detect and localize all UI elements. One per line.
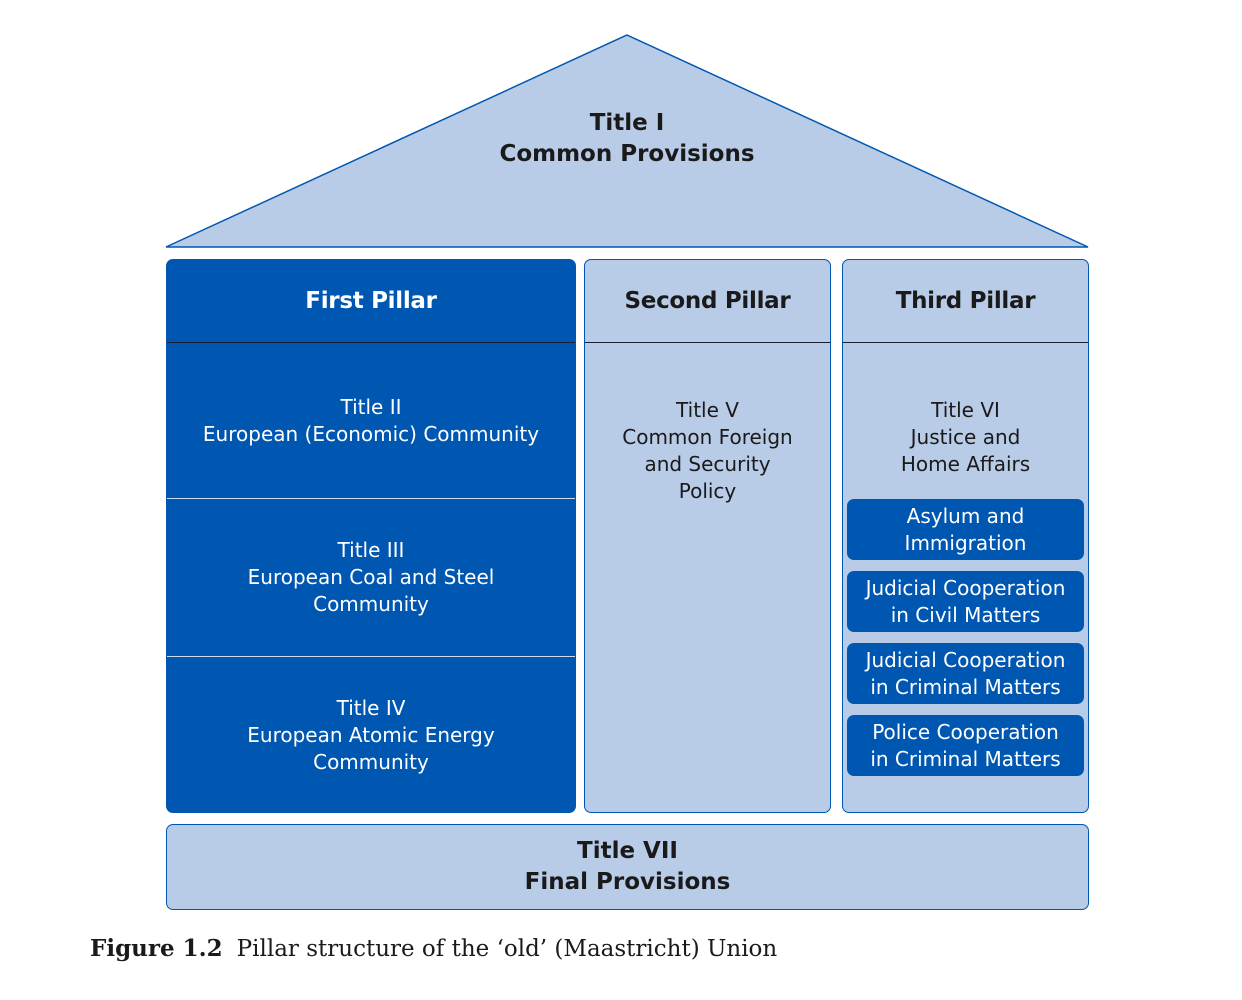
- figure-caption-text: Pillar structure of the ‘old’ (Maastrich…: [236, 936, 778, 962]
- judicial-civil-box: Judicial Cooperation in Civil Matters: [847, 571, 1084, 632]
- title-vi-number: Title VI: [931, 398, 1000, 422]
- police-criminal-line1: Police Cooperation: [872, 719, 1059, 744]
- title-v-name-line2: and Security: [644, 452, 771, 476]
- title-iii-name-line1: European Coal and Steel: [247, 565, 495, 589]
- figure-caption: Figure 1.2 Pillar structure of the ‘old’ …: [90, 935, 777, 962]
- title-vi-name-line2: Home Affairs: [900, 452, 1031, 476]
- title-ii-section: Title II European (Economic) Community: [167, 343, 575, 499]
- title-vi-section: Title VI Justice and Home Affairs: [843, 397, 1088, 478]
- asylum-immigration-box: Asylum and Immigration: [847, 499, 1084, 560]
- first-pillar-heading: First Pillar: [167, 260, 575, 343]
- title-vi-name-line1: Justice and: [910, 425, 1021, 449]
- title-v-name-line3: Policy: [678, 479, 737, 503]
- title-iii-number: Title III: [337, 538, 405, 562]
- second-pillar-heading: Second Pillar: [585, 260, 830, 343]
- title-iv-section: Title IV European Atomic Energy Communit…: [167, 657, 575, 812]
- judicial-civil-line1: Judicial Cooperation: [865, 575, 1066, 600]
- title-v-number: Title V: [676, 398, 739, 422]
- title-iv-name-line1: European Atomic Energy: [247, 722, 495, 747]
- roof-line2: Common Provisions: [499, 141, 755, 167]
- judicial-civil-line2: in Civil Matters: [890, 602, 1041, 627]
- third-pillar-heading: Third Pillar: [843, 260, 1088, 343]
- first-pillar: First Pillar Title II European (Economic…: [166, 259, 576, 813]
- judicial-criminal-line1: Judicial Cooperation: [865, 647, 1066, 672]
- title-iv-name-line2: Community: [313, 749, 429, 774]
- judicial-criminal-box: Judicial Cooperation in Criminal Matters: [847, 643, 1084, 704]
- asylum-line1: Asylum and: [906, 503, 1025, 528]
- title-v-name-line1: Common Foreign: [622, 425, 793, 449]
- title-ii-name: European (Economic) Community: [202, 421, 540, 446]
- foundation-line2: Final Provisions: [524, 869, 731, 895]
- asylum-line2: Immigration: [904, 530, 1027, 555]
- figure-label: Figure 1.2: [90, 935, 223, 962]
- foundation-title-vii: Title VII Final Provisions: [166, 824, 1089, 910]
- roof-shape: [165, 34, 1089, 248]
- title-iv-number: Title IV: [336, 695, 406, 720]
- roof-title: Title I Common Provisions: [427, 108, 827, 170]
- title-iii-name-line2: Community: [313, 592, 429, 616]
- foundation-line1: Title VII: [577, 838, 678, 864]
- judicial-criminal-line2: in Criminal Matters: [870, 674, 1061, 699]
- title-v-section: Title V Common Foreign and Security Poli…: [585, 397, 830, 505]
- title-ii-number: Title II: [340, 394, 402, 419]
- second-pillar: Second Pillar Title V Common Foreign and…: [584, 259, 831, 813]
- police-criminal-box: Police Cooperation in Criminal Matters: [847, 715, 1084, 776]
- police-criminal-line2: in Criminal Matters: [870, 746, 1061, 771]
- title-iii-section: Title III European Coal and Steel Commun…: [167, 499, 575, 657]
- third-pillar: Third Pillar Title VI Justice and Home A…: [842, 259, 1089, 813]
- roof-line1: Title I: [589, 110, 665, 136]
